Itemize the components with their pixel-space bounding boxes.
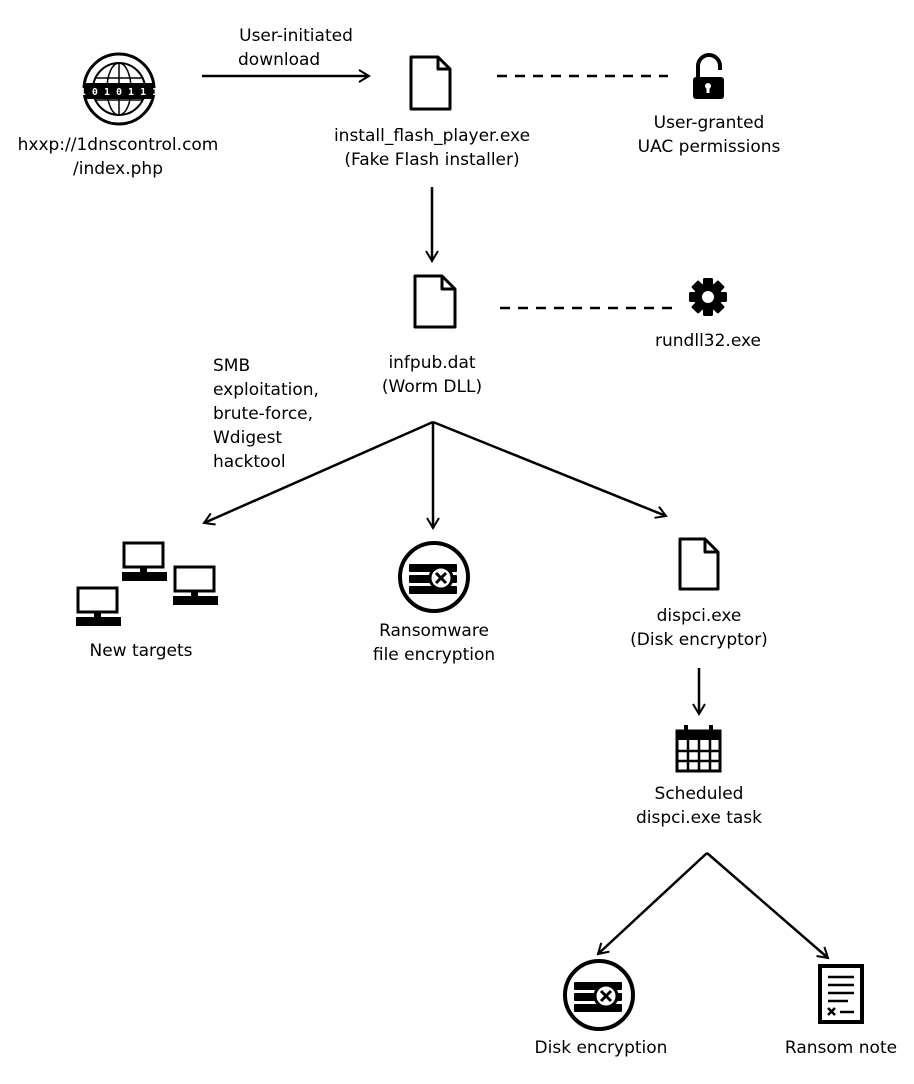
edge-label-line: User-initiated: [239, 26, 353, 46]
node-label-line: (Disk encryptor): [630, 630, 768, 650]
node-label-ransomware: Ransomware file encryption: [359, 619, 509, 667]
node-label-line: rundll32.exe: [655, 331, 761, 351]
node-label-line: Scheduled: [654, 784, 744, 804]
node-label-line: install_flash_player.exe: [333, 126, 531, 146]
edge-label-line: SMB: [213, 356, 251, 376]
node-label-disk-encryptor: dispci.exe (Disk encryptor): [614, 604, 784, 652]
node-label-ransom-note: Ransom note: [776, 1036, 906, 1060]
node-label-line: Ransom note: [784, 1038, 898, 1058]
calendar-icon: [675, 725, 722, 773]
node-label-line: infpub.dat: [388, 353, 476, 373]
edge-label-line: Wdigest: [213, 428, 283, 448]
node-label-line: New targets: [89, 641, 193, 661]
computers-icon: [76, 541, 218, 626]
encryption-disk-icon: [563, 959, 635, 1031]
node-label-line: dispci.exe: [656, 606, 742, 626]
node-label-line: User-granted: [653, 113, 765, 133]
encryption-disk-icon: [398, 541, 470, 613]
node-label-line: file encryption: [372, 645, 496, 665]
node-label-disk-encryption: Disk encryption: [521, 1036, 681, 1060]
node-label-installer: install_flash_player.exe (Fake Flash ins…: [317, 124, 547, 172]
node-label-line: Disk encryption: [534, 1038, 668, 1058]
edge-label-line: brute-force,: [213, 404, 314, 424]
node-label-line: Ransomware: [379, 621, 489, 641]
computer-icon: [76, 586, 121, 626]
arrow-task-to-disk-encryption: [596, 852, 708, 956]
node-label-line: (Fake Flash installer): [344, 150, 520, 170]
document-note-icon: [818, 964, 864, 1024]
computer-icon: [122, 541, 167, 581]
node-label-source: hxxp://1dnscontrol.com /index.php: [2, 133, 234, 181]
node-label-scheduled-task: Scheduled dispci.exe task: [619, 782, 779, 830]
node-label-worm-dll: infpub.dat (Worm DLL): [352, 351, 512, 399]
edge-label-line: hacktool: [213, 452, 286, 472]
edge-label-line: download: [238, 50, 321, 70]
node-label-line: hxxp://1dnscontrol.com: [17, 135, 219, 155]
arrow-task-to-ransom-note: [706, 852, 830, 960]
file-icon: [413, 274, 457, 329]
file-icon: [678, 537, 720, 591]
gear-icon: [689, 278, 727, 316]
node-label-uac: User-granted UAC permissions: [619, 111, 799, 159]
computer-icon: [173, 565, 218, 605]
edge-label-line: exploitation,: [213, 380, 319, 400]
node-label-line: (Worm DLL): [381, 377, 483, 397]
node-label-rundll: rundll32.exe: [633, 329, 783, 353]
globe-binary-icon: 1 0 1 0 1 1 1: [80, 52, 158, 126]
node-label-new-targets: New targets: [71, 639, 211, 663]
node-label-line: dispci.exe task: [636, 808, 762, 828]
unlocked-padlock-icon: [693, 53, 724, 99]
arrow-worm-to-disk-encryptor: [432, 420, 668, 519]
edge-label-download: User-initiated download: [226, 24, 366, 72]
file-icon: [409, 55, 452, 111]
node-label-line: UAC permissions: [637, 137, 781, 157]
svg-text:1 0 1 0 1 1 1: 1 0 1 0 1 1 1: [80, 87, 158, 98]
edge-label-spread: SMB exploitation, brute-force, Wdigest h…: [213, 354, 343, 474]
arrow-worm-to-targets: [202, 420, 434, 526]
node-label-line: /index.php: [73, 159, 163, 179]
